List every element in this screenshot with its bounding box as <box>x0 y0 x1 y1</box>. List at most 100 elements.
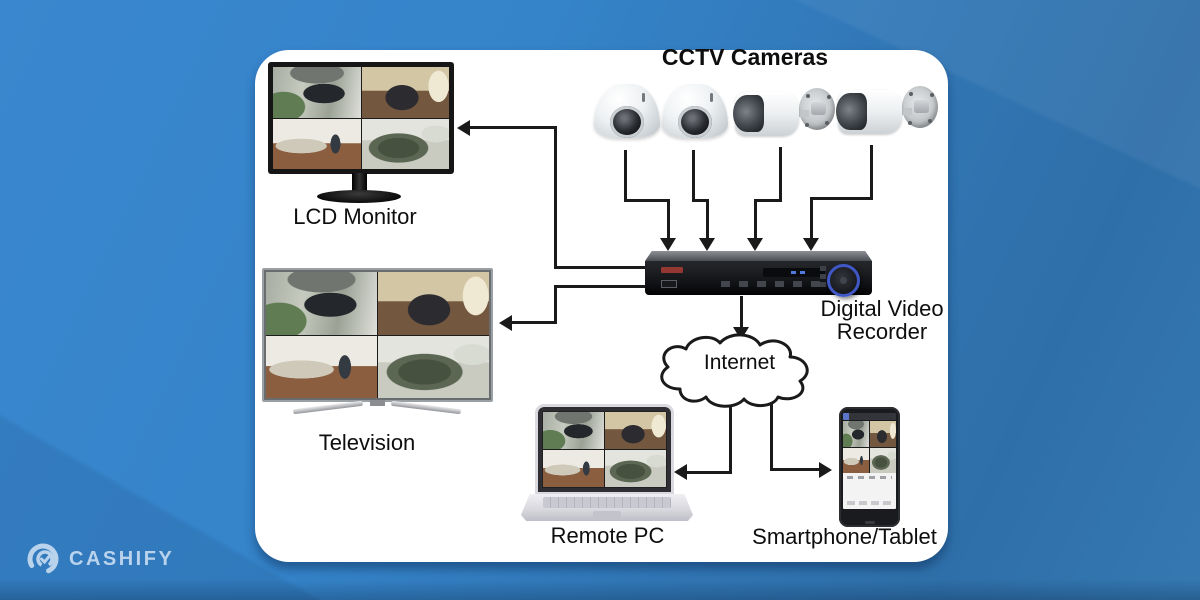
arrowhead <box>699 238 715 251</box>
laptop-icon <box>535 404 674 495</box>
dvr-side-buttons <box>820 266 826 290</box>
dome-camera-icon <box>662 84 728 146</box>
cashify-logo-text: CASHIFY <box>69 547 175 570</box>
arrowhead <box>803 238 819 251</box>
camera-feed-parking <box>543 412 604 449</box>
lcd-monitor-label: LCD Monitor <box>293 204 417 229</box>
dvr-front-panel <box>645 261 872 297</box>
bullet-camera-body <box>733 92 799 136</box>
cashify-logo-icon <box>27 543 59 575</box>
connector-line <box>706 199 709 239</box>
connector-line <box>770 468 820 471</box>
dome-camera-icon <box>594 84 660 146</box>
phone-list-items <box>847 501 892 505</box>
quad-camera-view <box>843 421 896 473</box>
connector-line <box>754 199 757 239</box>
phone-home-button <box>864 521 875 524</box>
connector-line <box>740 296 743 328</box>
phone-app-icons <box>847 476 892 479</box>
arrowhead <box>499 315 512 331</box>
quad-camera-view <box>543 412 666 487</box>
camera-feed-office <box>361 67 449 118</box>
arrowhead <box>457 120 470 136</box>
bullet-camera-body <box>836 90 902 134</box>
arrowhead <box>747 238 763 251</box>
camera-feed-office <box>378 272 489 335</box>
connector-line <box>556 285 646 288</box>
camera-feed-room <box>543 450 604 487</box>
connector-line <box>779 147 782 202</box>
smartphone-label: Smartphone/Tablet <box>752 524 937 549</box>
camera-feed-office <box>605 412 666 449</box>
connector-line <box>770 395 773 471</box>
connector-line <box>729 395 732 474</box>
dvr-buttons <box>721 281 833 287</box>
dvr-jog-dial <box>827 264 860 297</box>
connector-line <box>512 321 557 324</box>
camera-feed-shop <box>870 447 896 473</box>
monitor-base <box>317 190 401 203</box>
connector-line <box>556 266 646 269</box>
connector-line <box>554 285 557 324</box>
camera-feed-room <box>273 118 361 169</box>
camera-feed-parking <box>266 272 377 335</box>
remote-pc-label: Remote PC <box>550 523 665 548</box>
connector-line <box>624 150 627 202</box>
camera-mount-hub <box>811 102 826 115</box>
connector-line <box>686 471 732 474</box>
camera-feed-shop <box>378 335 489 398</box>
connector-line <box>470 126 557 129</box>
phone-app-area <box>843 473 896 509</box>
camera-lens <box>836 93 867 130</box>
camera-indicator <box>642 93 645 102</box>
connector-line <box>810 197 873 200</box>
camera-mount-hub <box>914 100 929 113</box>
phone-status-bar <box>843 413 896 420</box>
camera-mount-arm <box>898 108 912 115</box>
internet-cloud-icon <box>650 331 828 411</box>
dvr-top-panel <box>645 251 872 261</box>
quad-camera-view <box>273 67 449 169</box>
laptop-touchpad <box>593 511 621 518</box>
camera-lens <box>678 106 712 138</box>
connector-line <box>554 126 557 269</box>
connector-line <box>667 199 670 239</box>
bullet-camera-icon <box>733 86 835 142</box>
quad-camera-view <box>266 272 489 398</box>
lcd-monitor-icon <box>268 62 454 174</box>
monitor-stand <box>352 173 367 194</box>
connector-line <box>692 150 695 202</box>
internet-label: Internet <box>703 351 776 374</box>
laptop-keyboard <box>543 497 671 508</box>
bullet-camera-icon <box>836 84 938 140</box>
smartphone-icon <box>839 407 900 527</box>
camera-lens <box>610 106 644 138</box>
connector-line <box>810 197 813 239</box>
camera-feed-parking <box>843 421 869 447</box>
television-icon <box>262 268 493 402</box>
dvr-brand-logo <box>661 267 683 273</box>
camera-mount-arm <box>795 110 809 117</box>
camera-feed-office <box>870 421 896 447</box>
arrowhead <box>819 462 832 478</box>
camera-feed-parking <box>273 67 361 118</box>
tv-stand <box>370 400 385 406</box>
cashify-logo: CASHIFY <box>26 540 174 578</box>
camera-feed-room <box>266 335 377 398</box>
laptop-keyboard-deck <box>521 494 693 521</box>
camera-feed-room <box>843 447 869 473</box>
arrowhead <box>660 238 676 251</box>
camera-feed-shop <box>361 118 449 169</box>
connector-line <box>754 199 782 202</box>
connector-line <box>624 199 670 202</box>
camera-lens <box>733 95 764 132</box>
dvr-label: Digital Video Recorder <box>820 296 944 345</box>
connector-line <box>870 145 873 200</box>
television-label: Television <box>318 430 416 455</box>
dvr-icon <box>645 251 872 297</box>
connector-line <box>692 199 709 202</box>
diagram-title: CCTV Cameras <box>661 44 829 70</box>
camera-feed-shop <box>605 450 666 487</box>
dvr-led-indicators <box>791 271 796 274</box>
